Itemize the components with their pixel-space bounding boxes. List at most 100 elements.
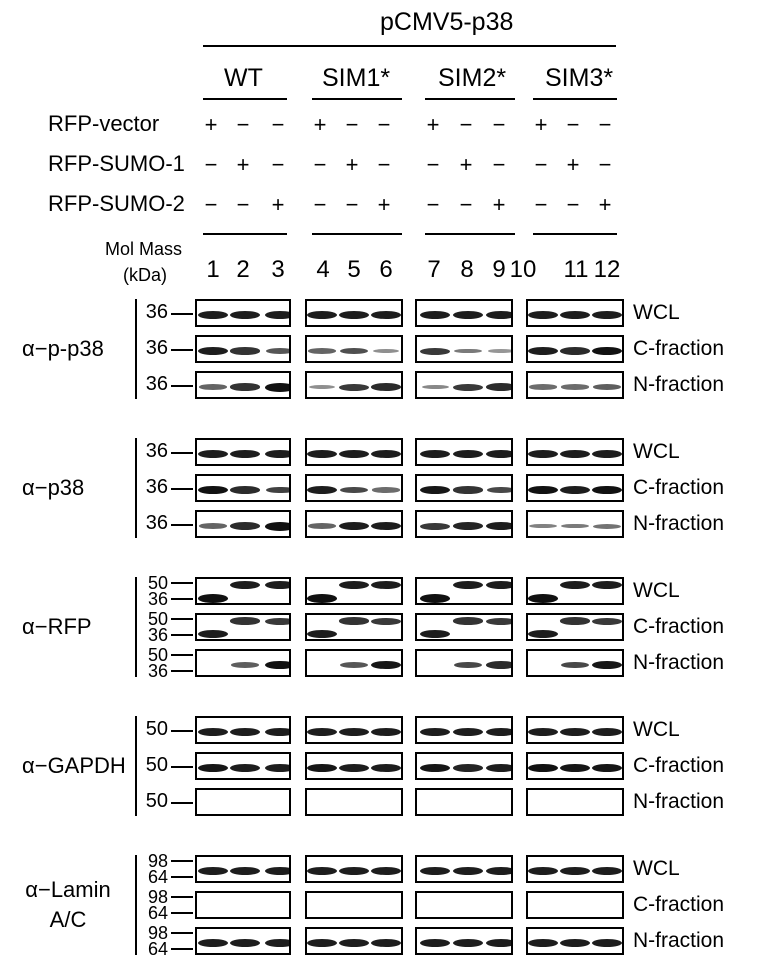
blot-band <box>592 581 622 589</box>
blot-band <box>486 661 511 669</box>
blot-band <box>592 867 622 875</box>
group-label-sim3: SIM3* <box>545 64 614 92</box>
blot-band <box>371 764 401 772</box>
panel-rfp-marker-tick <box>171 582 193 584</box>
blot-band <box>307 763 338 773</box>
panel-p38-blot-box <box>526 438 624 466</box>
group-label-wt: WT <box>224 64 263 92</box>
panel-gapdh-marker-label: 50 <box>145 754 168 776</box>
blot-band <box>371 617 401 625</box>
lane-number: 3 <box>271 256 285 283</box>
blot-band <box>371 867 401 875</box>
panel-gapdh-blot-box <box>526 752 624 780</box>
panel-phospho-p38-bracket <box>135 299 137 399</box>
treatment-sign: − <box>598 112 612 137</box>
blot-band <box>339 662 369 668</box>
lane-number: 11 <box>563 256 589 283</box>
panel-p38-blot-box <box>305 438 403 466</box>
blot-band <box>420 728 450 736</box>
blot-band <box>486 581 511 589</box>
blot-band <box>197 593 229 603</box>
blot-band <box>560 661 590 669</box>
panel-rfp-marker-tick <box>171 654 193 656</box>
panel-gapdh-blot-box <box>305 716 403 744</box>
blot-band <box>486 311 511 319</box>
panel-p38-blot-box <box>305 510 403 538</box>
panel-rfp-fraction-label: C-fraction <box>633 615 725 638</box>
blot-band <box>265 867 289 875</box>
blot-band <box>486 728 511 736</box>
blot-band <box>198 630 228 638</box>
blot-band <box>230 662 260 668</box>
blot-band <box>453 311 483 319</box>
panel-lamin-marker-tick <box>171 912 193 914</box>
treatment-sign: − <box>236 112 250 137</box>
blot-band <box>529 384 557 390</box>
blot-band <box>453 486 483 494</box>
lane-number: 8 <box>460 256 474 283</box>
blot-band <box>230 450 260 458</box>
treatment-sign: + <box>566 152 580 177</box>
blot-band <box>561 523 589 529</box>
panel-rfp-antibody-label: α−RFP <box>22 612 134 642</box>
panel-phospho-p38-marker-label: 36 <box>145 301 168 323</box>
blot-band <box>560 728 590 736</box>
blot-band <box>198 311 228 319</box>
blot-band <box>591 763 622 773</box>
panel-lamin-fraction-label: C-fraction <box>633 893 725 916</box>
blot-band <box>559 763 591 773</box>
panel-p38-fraction-label: WCL <box>633 440 680 463</box>
panel-p38-marker-label: 36 <box>145 440 168 462</box>
panel-lamin-blot-box <box>195 855 291 883</box>
treatment-sign: − <box>377 152 391 177</box>
panel-lamin-marker-tick <box>171 860 193 862</box>
lane-number: 12 <box>593 256 621 283</box>
panel-lamin-fraction-label: N-fraction <box>633 929 725 952</box>
panel-p38-marker-tick <box>171 524 193 526</box>
blot-band <box>453 867 483 875</box>
blot-band <box>419 763 451 773</box>
panel-gapdh-marker-label: 50 <box>145 718 168 740</box>
panel-lamin-blot-box <box>305 891 403 919</box>
panel-gapdh-marker-tick <box>171 766 193 768</box>
blot-band <box>420 522 450 530</box>
lane-number: 4 <box>316 256 330 283</box>
panel-p38-fraction-label: C-fraction <box>633 476 725 499</box>
blot-band <box>339 450 369 458</box>
blot-band <box>453 939 483 947</box>
panel-lamin-blot-box <box>415 927 513 955</box>
group-label-sim2: SIM2* <box>438 64 507 92</box>
blot-band <box>420 450 450 458</box>
treatment-sign: − <box>426 152 440 177</box>
blot-band <box>560 486 590 494</box>
blot-band <box>308 523 336 529</box>
lane-number: 6 <box>379 256 393 283</box>
lane-number: 9 <box>492 256 506 283</box>
panel-lamin-marker-tick <box>171 876 193 878</box>
panel-gapdh-marker-tick <box>171 730 193 732</box>
blot-band <box>308 385 336 389</box>
blot-band <box>230 347 260 355</box>
antibody-label-line: α−GAPDH <box>22 753 126 778</box>
blot-band <box>420 311 450 319</box>
panel-p38-fraction-label: N-fraction <box>633 512 725 535</box>
panel-gapdh-blot-box <box>305 752 403 780</box>
blot-band <box>307 311 337 319</box>
blot-band <box>560 939 590 947</box>
blot-band <box>419 485 451 495</box>
blot-band <box>560 311 590 319</box>
blot-band <box>198 450 228 458</box>
blot-band <box>230 939 260 947</box>
group-underline-sim3 <box>533 98 617 100</box>
blot-band <box>371 311 401 319</box>
blot-band <box>265 348 289 354</box>
treatment-sign: + <box>204 112 218 137</box>
blot-band <box>265 728 289 736</box>
panel-lamin-fraction-label: WCL <box>633 857 680 880</box>
blot-band <box>560 347 590 355</box>
panel-phospho-p38-blot-box <box>526 335 624 363</box>
panel-p38-blot-box <box>415 474 513 502</box>
panel-rfp-blot-box <box>526 577 624 605</box>
blot-band <box>593 523 621 529</box>
panel-p38-marker-label: 36 <box>145 476 168 498</box>
